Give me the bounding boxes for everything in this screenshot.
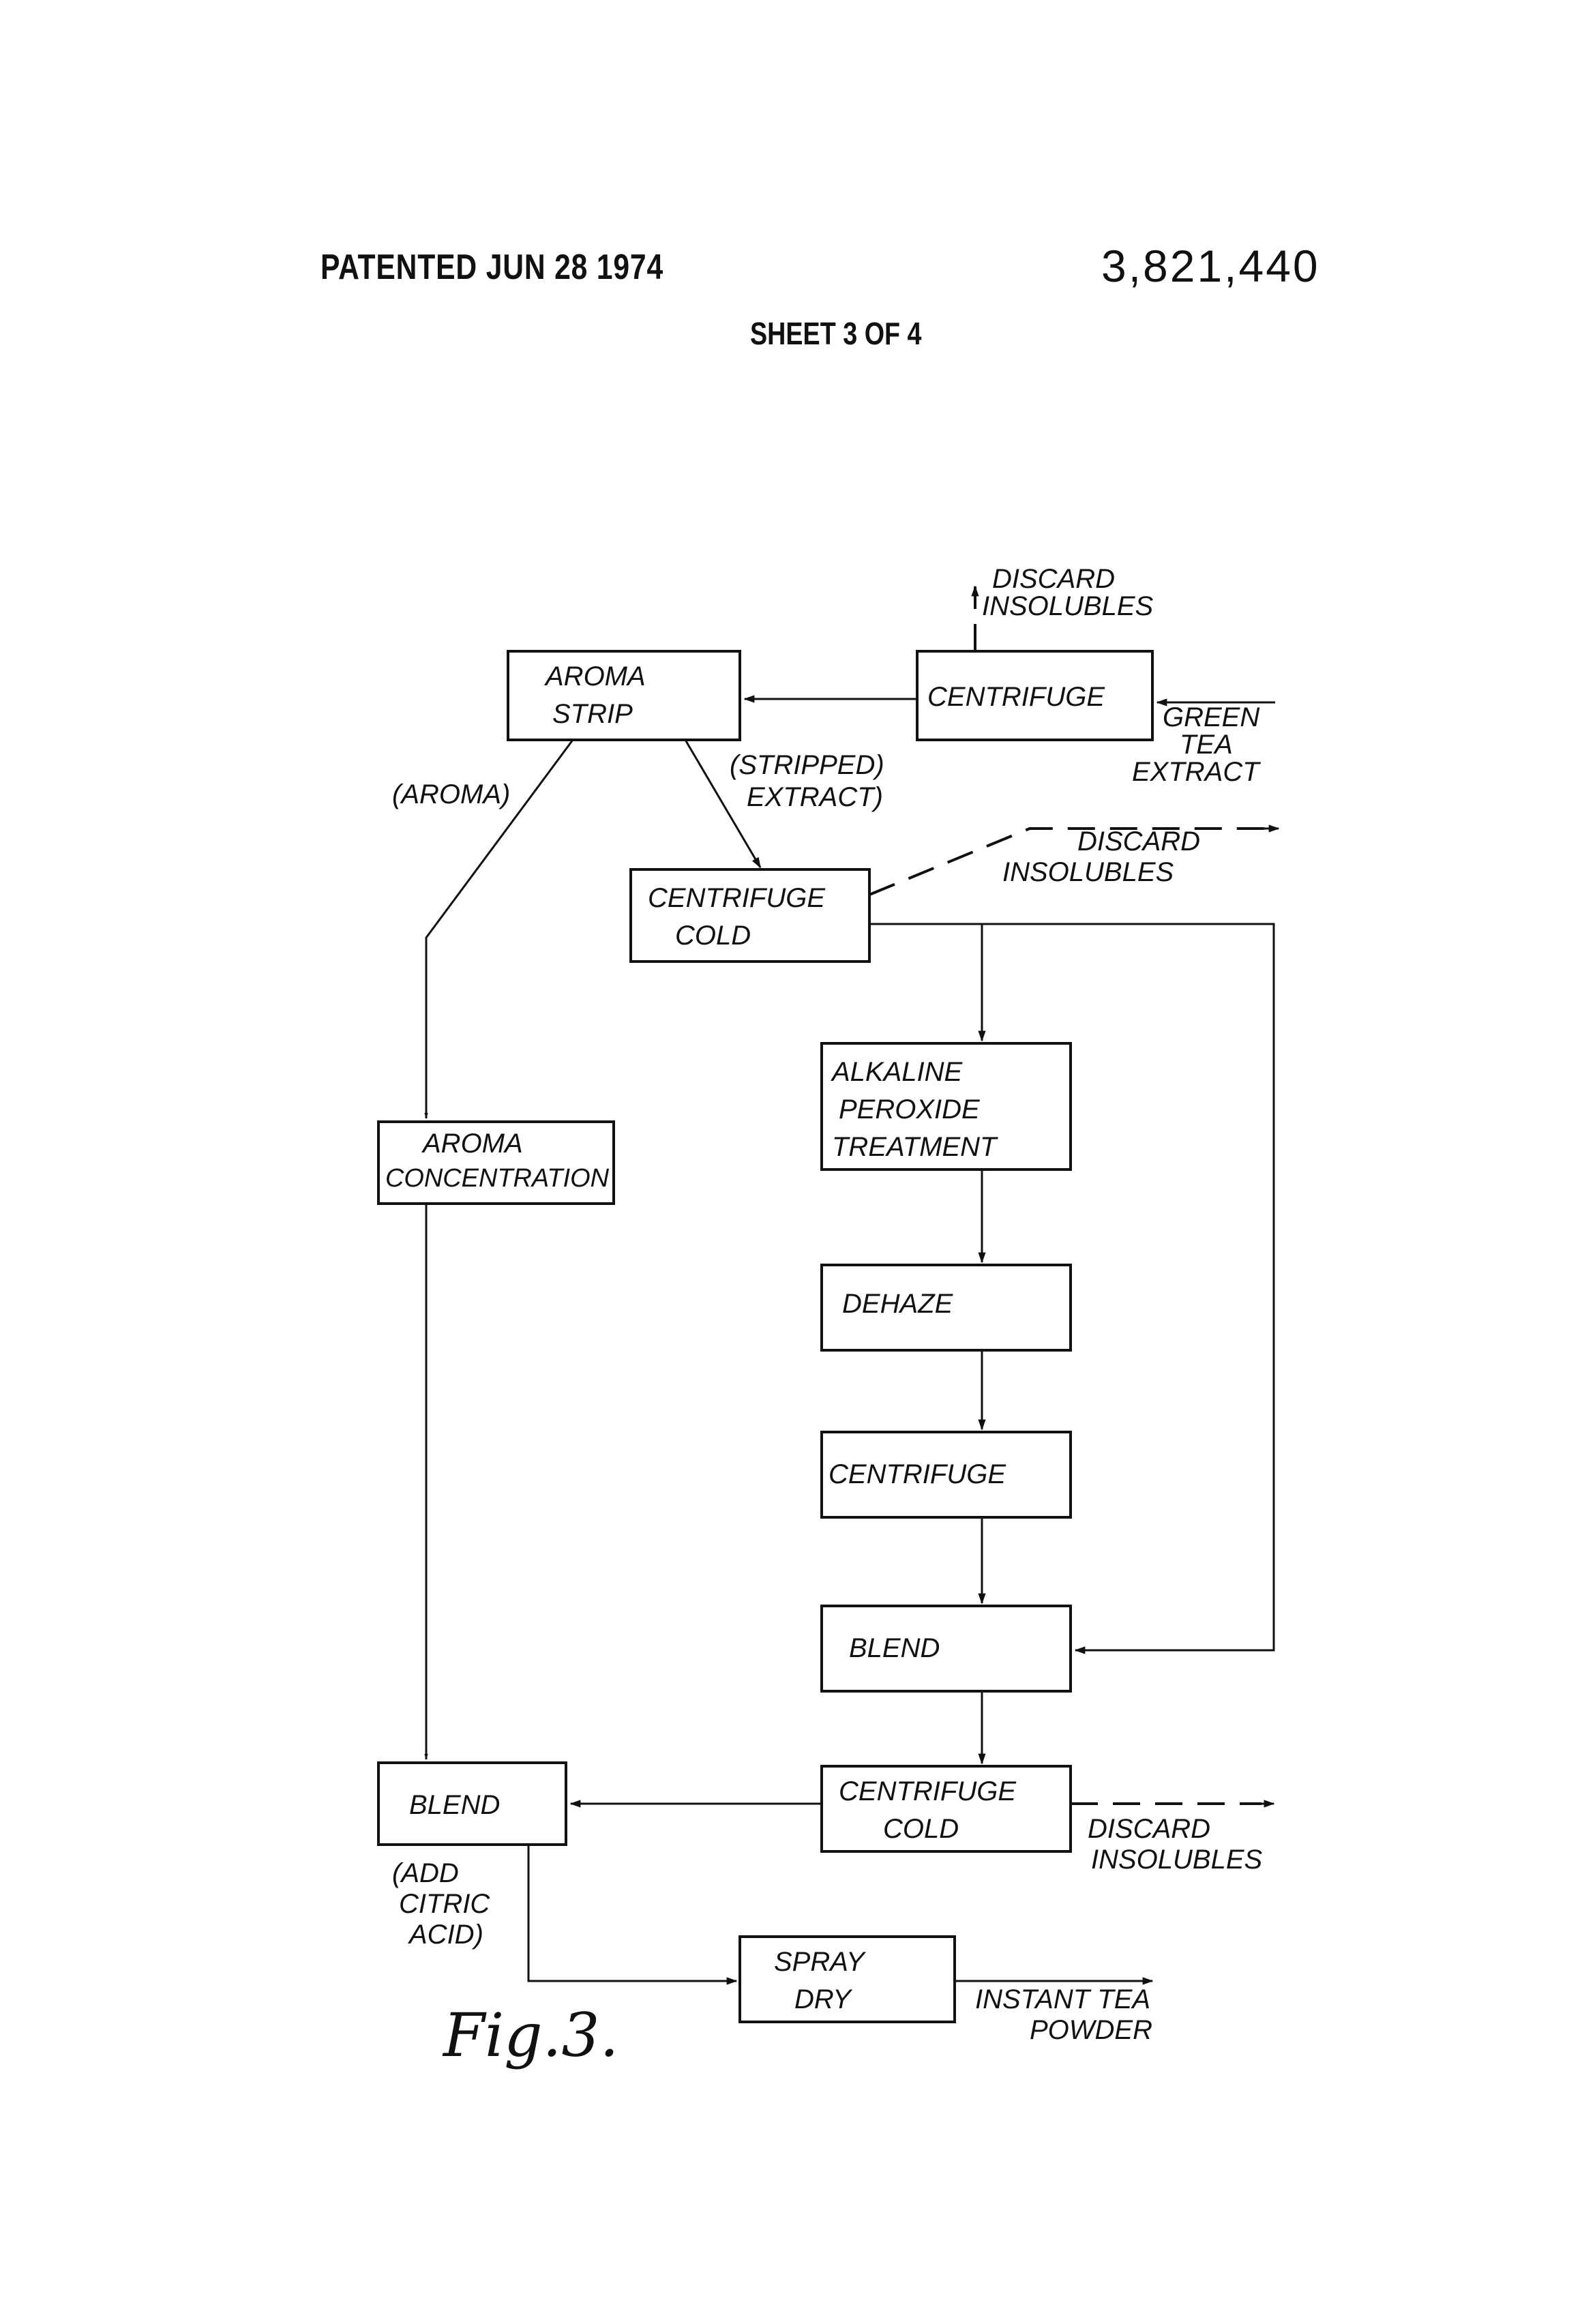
box-aroma-concentration-line2: CONCENTRATION	[385, 1164, 610, 1193]
box-aroma-concentration-line1: AROMA	[421, 1129, 523, 1159]
box-centrifuge-cold-1-line2: COLD	[675, 921, 751, 951]
label-citric-2: CITRIC	[399, 1889, 490, 1919]
box-centrifuge-mid: CENTRIFUGE	[822, 1432, 1071, 1517]
label-discard-bottom-2: INSOLUBLES	[1091, 1845, 1263, 1875]
box-aroma-strip: AROMA STRIP	[508, 651, 740, 740]
box-centrifuge-cold-2-line2: COLD	[883, 1814, 959, 1844]
label-aroma: (AROMA)	[392, 779, 510, 809]
box-centrifuge-cold-2-line1: CENTRIFUGE	[839, 1776, 1017, 1806]
label-citric-3: ACID)	[408, 1920, 483, 1950]
label-discard-top-2: INSOLUBLES	[982, 591, 1154, 621]
arrow-to-alkaline	[869, 924, 982, 1041]
box-blend-right-label: BLEND	[849, 1633, 940, 1663]
box-spray-dry-line1: SPRAY	[774, 1947, 867, 1977]
box-centrifuge-cold-1-line1: CENTRIFUGE	[648, 883, 826, 913]
arrow-blend-to-spray	[528, 1845, 736, 1981]
label-stripped-2: EXTRACT)	[747, 782, 883, 812]
box-alkaline-line3: TREATMENT	[832, 1132, 998, 1162]
box-dehaze: DEHAZE	[822, 1265, 1071, 1350]
label-extract: EXTRACT	[1132, 757, 1261, 787]
label-instant-tea-2: POWDER	[1030, 2015, 1152, 2045]
box-aroma-strip-line1: AROMA	[544, 661, 646, 691]
box-centrifuge-top-label: CENTRIFUGE	[927, 682, 1105, 712]
label-discard-mid-2: INSOLUBLES	[1002, 857, 1174, 887]
box-aroma-strip-line2: STRIP	[552, 699, 633, 729]
label-discard-mid-1: DISCARD	[1077, 826, 1200, 856]
label-instant-tea-1: INSTANT TEA	[975, 1984, 1150, 2014]
box-alkaline-line1: ALKALINE	[831, 1057, 964, 1087]
box-centrifuge-top: CENTRIFUGE	[917, 651, 1152, 740]
box-aroma-concentration: AROMA CONCENTRATION	[378, 1122, 614, 1204]
box-blend-left: BLEND	[378, 1763, 566, 1845]
box-centrifuge-cold-1: CENTRIFUGE COLD	[631, 869, 869, 962]
box-spray-dry: SPRAY DRY	[740, 1937, 955, 2022]
box-blend-left-label: BLEND	[409, 1790, 500, 1820]
label-tea: TEA	[1180, 730, 1233, 760]
box-spray-dry-line2: DRY	[794, 1984, 853, 2014]
box-centrifuge-mid-label: CENTRIFUGE	[829, 1459, 1006, 1489]
label-discard-top-1: DISCARD	[992, 564, 1115, 594]
label-stripped-1: (STRIPPED)	[730, 750, 884, 780]
label-green: GREEN	[1163, 702, 1259, 732]
label-citric-1: (ADD	[392, 1858, 459, 1888]
box-alkaline-peroxide-treatment: ALKALINE PEROXIDE TREATMENT	[822, 1043, 1071, 1170]
label-discard-bottom-1: DISCARD	[1088, 1814, 1210, 1844]
box-dehaze-label: DEHAZE	[842, 1289, 954, 1319]
arrow-bypass-to-blend	[982, 924, 1274, 1650]
box-blend-right: BLEND	[822, 1606, 1071, 1691]
box-centrifuge-cold-2: CENTRIFUGE COLD	[822, 1766, 1071, 1851]
figure-label: Fig.3.	[442, 2000, 618, 2070]
box-alkaline-line2: PEROXIDE	[839, 1094, 981, 1124]
